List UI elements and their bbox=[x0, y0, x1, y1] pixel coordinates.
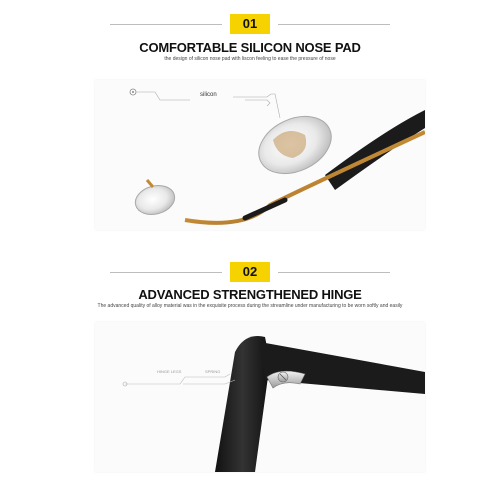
callout-spring-label: SPRING bbox=[205, 369, 221, 374]
frame-front bbox=[215, 336, 270, 472]
section-number-badge: 01 bbox=[230, 14, 270, 34]
section-subtitle: The advanced quality of alloy material w… bbox=[97, 303, 403, 309]
badge-divider-right bbox=[278, 24, 390, 25]
hinge-illustration bbox=[122, 336, 425, 472]
badge-divider-left bbox=[110, 24, 222, 25]
badge-divider-left bbox=[110, 272, 222, 273]
temple-arm bbox=[260, 342, 425, 394]
section-subtitle: the design of silicon nose pad with lisc… bbox=[164, 56, 336, 62]
nose-pad-illustration bbox=[129, 88, 425, 225]
black-sleeve bbox=[242, 197, 288, 221]
section-number-badge: 02 bbox=[230, 262, 270, 282]
badge-divider-right bbox=[278, 272, 390, 273]
callout-silicon-label: silicon bbox=[200, 92, 217, 98]
nose-pad-photo: silicon bbox=[95, 80, 425, 230]
section-title: ADVANCED STRENGTHENED HINGE bbox=[138, 287, 362, 302]
callout-hinge-legs-label: HINGE LEGS bbox=[157, 369, 182, 374]
hinge-photo: HINGE LEGS SPRING bbox=[95, 322, 425, 472]
silicon-pad-small bbox=[134, 185, 176, 215]
section-title: COMFORTABLE SILICON NOSE PAD bbox=[139, 40, 361, 55]
frame-temple bbox=[325, 110, 425, 190]
